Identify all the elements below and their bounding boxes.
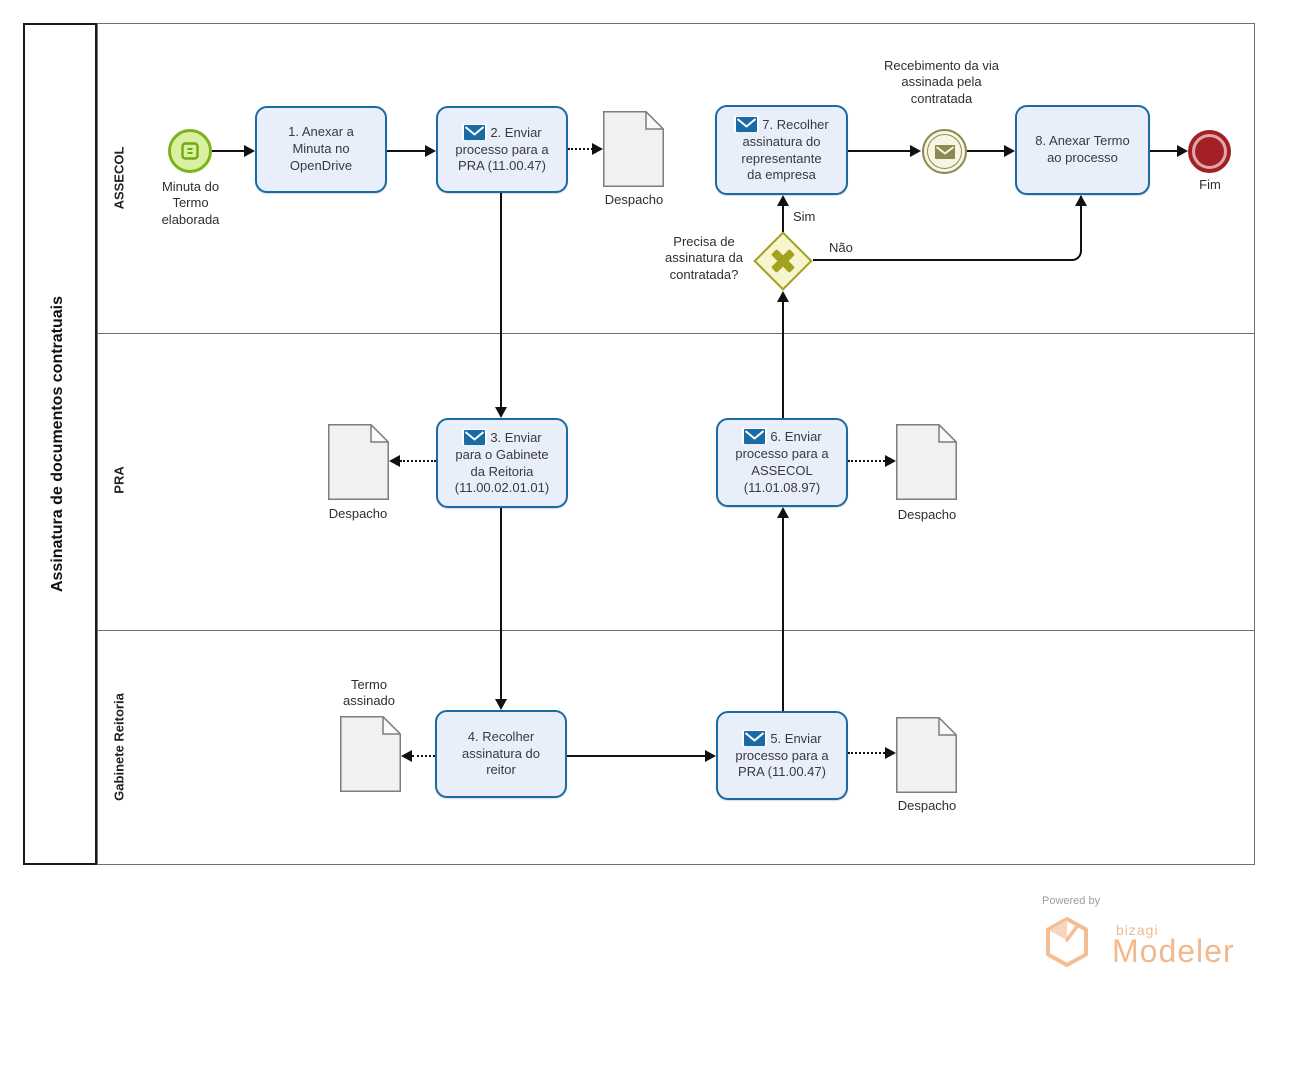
flow-task1-to-task2	[387, 150, 426, 152]
intermediate-event-label: Recebimento da via assinada pela contrat…	[884, 58, 999, 106]
task-label: 7. Recolher assinatura do representante …	[741, 116, 829, 183]
lane-divider	[97, 333, 1255, 334]
gateway-question-label: Precisa de assinatura da contratada?	[664, 234, 744, 282]
document-label: Despacho	[897, 798, 957, 813]
envelope-icon	[934, 144, 955, 159]
envelope-icon	[462, 123, 488, 140]
lane-divider	[97, 630, 1255, 631]
document-despacho-2[interactable]	[328, 422, 391, 500]
end-event[interactable]	[1188, 130, 1231, 173]
flow-gateway-sim-to-task7	[782, 206, 784, 232]
form-icon	[179, 140, 201, 162]
association-task5-despacho	[848, 752, 885, 754]
arrowhead	[705, 750, 716, 762]
task-label: 6. Enviar processo para a ASSECOL (11.01…	[735, 429, 829, 495]
document-despacho-4[interactable]	[896, 715, 959, 793]
task-6-enviar-assecol[interactable]: 6. Enviar processo para a ASSECOL (11.01…	[716, 418, 848, 507]
intermediate-message-event[interactable]	[922, 129, 967, 174]
flow-task4-to-task5	[567, 755, 706, 757]
flow-task8-to-end	[1150, 150, 1178, 152]
task-label: 8. Anexar Termo ao processo	[1035, 133, 1130, 165]
lane-label-assecol: ASSECOL	[111, 146, 127, 210]
task-8-anexar-termo[interactable]: 8. Anexar Termo ao processo	[1015, 105, 1150, 195]
task-label: 1. Anexar a Minuta no OpenDrive	[288, 124, 354, 173]
arrowhead	[495, 407, 507, 418]
flow-start-to-task1	[212, 150, 245, 152]
document-termo-assinado[interactable]	[340, 714, 403, 792]
pool-title: Assinatura de documentos contratuais	[49, 295, 66, 593]
flow-task2-to-task3	[500, 193, 502, 408]
bizagi-wordmark[interactable]: bizagi	[1116, 922, 1159, 938]
document-label: Despacho	[604, 192, 664, 207]
association-task4-termo	[412, 755, 435, 757]
task-7-recolher-assinatura-empresa[interactable]: 7. Recolher assinatura do representante …	[715, 105, 848, 195]
flow-task5-to-task6	[782, 518, 784, 711]
lane-label-gabinete: Gabinete Reitoria	[111, 693, 127, 801]
association-task3-despacho	[400, 460, 436, 462]
task-label: 4. Recolher assinatura do reitor	[461, 728, 541, 778]
task-2-enviar-pra[interactable]: 2. Enviar processo para a PRA (11.00.47)	[436, 106, 568, 193]
powered-by-label: Powered by	[1042, 895, 1101, 907]
flow-task7-to-intermediate	[848, 150, 911, 152]
modeler-wordmark[interactable]: Modeler	[1112, 933, 1235, 969]
envelope-icon	[742, 729, 768, 746]
envelope-icon	[734, 115, 760, 132]
association-task2-despacho	[568, 148, 593, 150]
arrowhead	[910, 145, 921, 157]
arrowhead	[495, 699, 507, 710]
pool-header	[23, 23, 97, 865]
arrowhead	[777, 291, 789, 302]
lane-label-pra: PRA	[111, 466, 127, 494]
gateway-yes-label: Sim	[793, 209, 816, 224]
envelope-icon	[462, 428, 488, 445]
arrowhead	[1075, 195, 1087, 206]
end-event-label: Fim	[1199, 177, 1221, 192]
document-label: Despacho	[897, 507, 957, 522]
document-label: Termo assinado	[342, 677, 396, 709]
arrowhead	[777, 195, 789, 206]
arrowhead	[885, 455, 896, 467]
x-mark-icon	[764, 242, 802, 280]
flow-intermediate-to-task8	[967, 150, 1005, 152]
arrowhead	[1177, 145, 1188, 157]
flow-gateway-nao-to-task8	[813, 196, 1082, 261]
task-1-anexar-minuta[interactable]: 1. Anexar a Minuta no OpenDrive	[255, 106, 387, 193]
document-label: Despacho	[328, 506, 388, 521]
flow-task3-to-task4	[500, 508, 502, 699]
arrowhead	[885, 747, 896, 759]
document-despacho-3[interactable]	[896, 422, 959, 500]
arrowhead	[425, 145, 436, 157]
arrowhead	[244, 145, 255, 157]
task-5-enviar-pra[interactable]: 5. Enviar processo para a PRA (11.00.47)	[716, 711, 848, 800]
gateway-no-label: Não	[829, 240, 853, 255]
task-label: 3. Enviar para o Gabinete da Reitoria (1…	[454, 429, 550, 496]
arrowhead	[401, 750, 412, 762]
association-task6-despacho	[848, 460, 885, 462]
document-despacho-1[interactable]	[603, 109, 666, 187]
task-label: 5. Enviar processo para a PRA (11.00.47)	[735, 730, 829, 780]
arrowhead	[389, 455, 400, 467]
arrowhead	[1004, 145, 1015, 157]
start-event-label: Minuta do Termo elaborada	[161, 179, 220, 227]
task-label: 2. Enviar processo para a PRA (11.00.47)	[455, 124, 549, 174]
arrowhead	[592, 143, 603, 155]
task-4-recolher-assinatura-reitor[interactable]: 4. Recolher assinatura do reitor	[435, 710, 567, 798]
envelope-icon	[742, 428, 768, 445]
arrowhead	[777, 507, 789, 518]
start-event[interactable]	[168, 129, 212, 173]
flow-task6-to-gateway	[782, 302, 784, 418]
task-3-enviar-gabinete[interactable]: 3. Enviar para o Gabinete da Reitoria (1…	[436, 418, 568, 508]
bizagi-hexagon-icon[interactable]	[1042, 916, 1092, 968]
